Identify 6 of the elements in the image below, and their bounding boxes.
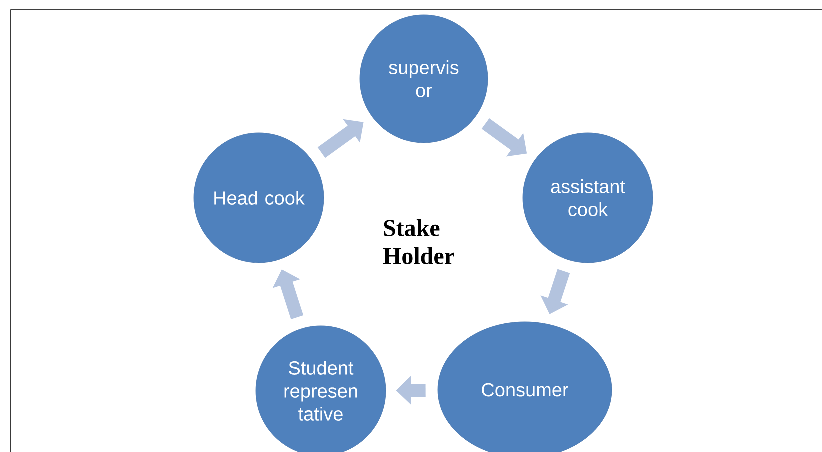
- circle-node: Student represen tative: [256, 326, 386, 452]
- circle-node: supervis or: [360, 14, 488, 144]
- circle-node: assistant cook: [522, 132, 654, 264]
- ellipse-node: Consumer: [438, 322, 612, 452]
- circle-node: Head cook: [194, 132, 324, 264]
- center-label: Stake Holder: [383, 220, 454, 264]
